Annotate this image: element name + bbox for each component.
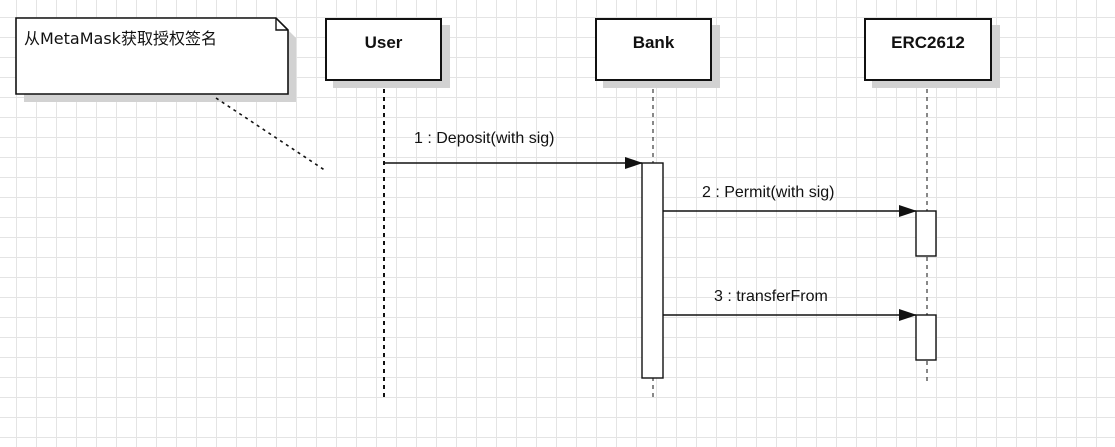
note-box — [15, 17, 289, 95]
message-label-1: 1 : Deposit(with sig) — [414, 130, 555, 147]
note-anchor-line — [215, 97, 327, 172]
participant-erc2612[interactable]: ERC2612 — [864, 18, 992, 81]
participant-bank[interactable]: Bank — [595, 18, 712, 81]
note-text: 从MetaMask获取授权签名 — [24, 29, 217, 48]
message-label-2: 2 : Permit(with sig) — [702, 184, 835, 201]
note-fold — [275, 18, 288, 31]
activation-bank — [641, 162, 664, 379]
message-label-3: 3 : transferFrom — [714, 288, 828, 305]
participant-user[interactable]: User — [325, 18, 442, 81]
activation-erc2612-transfer — [915, 314, 937, 361]
activation-erc2612-permit — [915, 210, 937, 257]
